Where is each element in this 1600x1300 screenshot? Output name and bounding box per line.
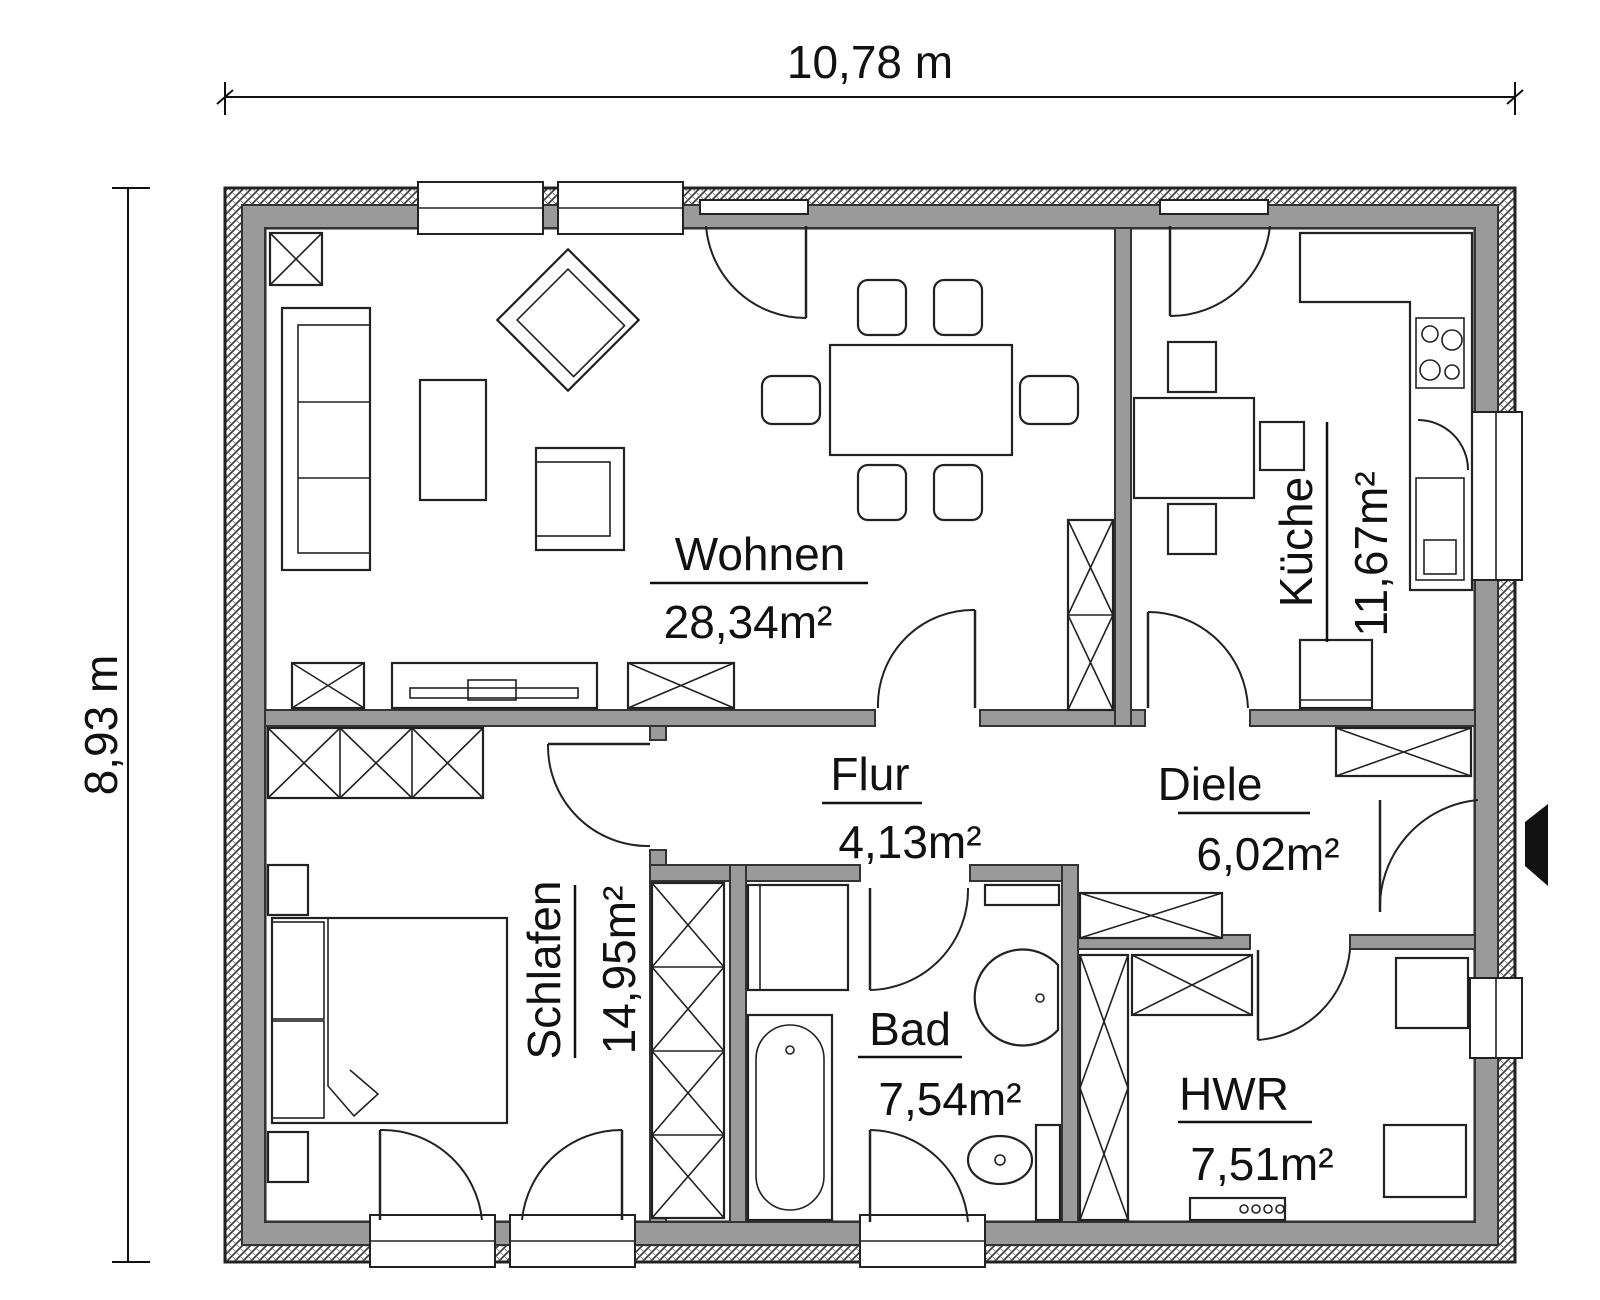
diele-furniture	[1078, 726, 1473, 940]
room-name-schlafen: Schlafen	[518, 880, 570, 1059]
label-hwr: HWR 7,51m²	[1178, 1068, 1334, 1190]
label-kueche: Küche 11,67m²	[1270, 422, 1397, 642]
width-dimension: 10,78 m	[216, 36, 1524, 115]
washer	[1394, 956, 1470, 1030]
height-dimension: 8,93 m	[75, 187, 150, 1263]
coffee-table	[418, 378, 488, 502]
height-dimension-label: 8,93 m	[75, 655, 127, 796]
dining-table	[828, 343, 1014, 457]
hwr-furniture	[1078, 953, 1470, 1222]
entrance-marker-icon	[1525, 804, 1548, 886]
room-name-wohnen: Wohnen	[675, 528, 846, 580]
wohnen-furniture	[268, 231, 1115, 712]
radiator	[983, 883, 1061, 907]
label-bad: Bad 7,54m²	[858, 1003, 1022, 1125]
room-area-flur: 4,13m²	[838, 816, 981, 868]
room-area-schlafen: 14,95m²	[593, 886, 645, 1055]
label-schlafen: Schlafen 14,95m²	[518, 880, 645, 1059]
label-flur: Flur 4,13m²	[822, 748, 982, 868]
label-diele: Diele 6,02m²	[1158, 758, 1340, 880]
label-wohnen: Wohnen 28,34m²	[650, 528, 868, 648]
windows	[369, 181, 1523, 1268]
room-area-wohnen: 28,34m²	[664, 596, 833, 648]
room-name-hwr: HWR	[1179, 1068, 1289, 1120]
toilet	[966, 1134, 1034, 1186]
room-area-diele: 6,02m²	[1196, 828, 1339, 880]
room-name-flur: Flur	[830, 748, 909, 800]
kitchen-table	[1132, 396, 1256, 500]
toilet-tank	[1034, 1123, 1062, 1222]
nightstand	[266, 863, 310, 917]
nightstand	[266, 1130, 310, 1184]
room-area-hwr: 7,51m²	[1190, 1138, 1333, 1190]
shower	[746, 883, 850, 992]
dryer	[1382, 1123, 1468, 1199]
fridge	[1298, 638, 1374, 710]
sink	[973, 948, 1060, 1047]
bad-furniture	[746, 883, 1062, 1222]
width-dimension-label: 10,78 m	[787, 36, 953, 88]
storage-shelf	[1078, 953, 1130, 1222]
room-area-bad: 7,54m²	[878, 1073, 1021, 1125]
sofa	[280, 306, 372, 572]
room-name-diele: Diele	[1158, 758, 1263, 810]
heater	[1188, 1196, 1287, 1222]
schlafen-furniture	[266, 726, 726, 1220]
doors	[378, 199, 1548, 1223]
tv-board	[390, 661, 599, 710]
armchair	[495, 247, 641, 393]
bathtub	[746, 1013, 834, 1222]
room-area-kueche: 11,67m²	[1345, 471, 1397, 636]
kitchen-counter	[1298, 231, 1474, 592]
dining-chairs	[760, 278, 1080, 522]
outer-walls	[223, 186, 1517, 1264]
kueche-furniture	[1132, 231, 1474, 710]
room-name-kueche: Küche	[1270, 477, 1322, 607]
room-name-bad: Bad	[869, 1003, 951, 1055]
